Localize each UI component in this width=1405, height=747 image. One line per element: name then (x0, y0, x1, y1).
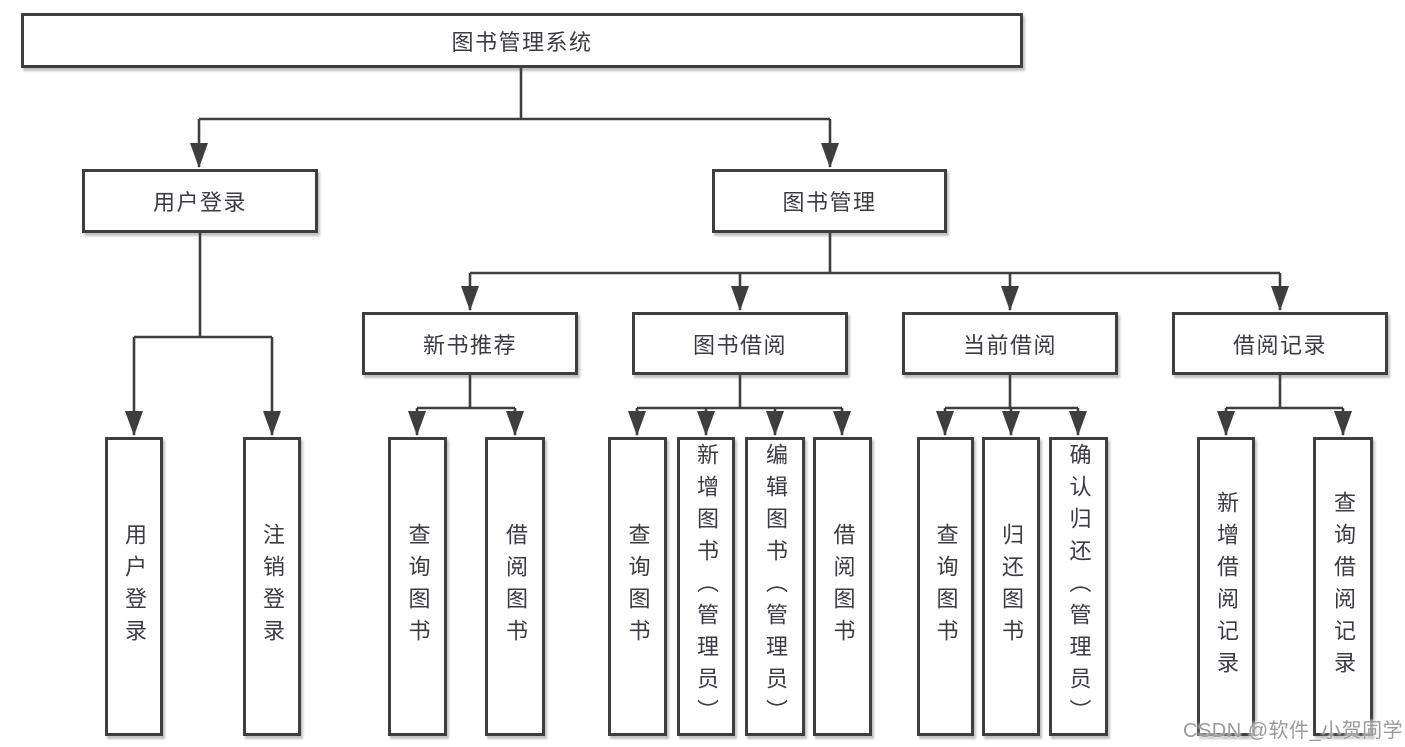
leaf-current-query-label: 查询图书 (933, 522, 959, 651)
leaf-borrow-borrow-book: 借阅图书 (813, 437, 872, 736)
leaf-current-return: 归还图书 (982, 437, 1040, 736)
leaf-borrow-edit-book-label: 编辑图书（管理员） (763, 442, 788, 731)
leaf-borrow-query-label: 查询图书 (625, 522, 651, 651)
leaf-logout-label: 注销登录 (260, 522, 285, 651)
leaf-borrow-edit-book: 编辑图书（管理员） (745, 437, 805, 736)
leaf-logout: 注销登录 (243, 437, 301, 736)
leaf-records-query: 查询借阅记录 (1313, 437, 1373, 736)
csdn-watermark: CSDN @软件_小贺同学 (1183, 720, 1404, 742)
node-new-book-recommend: 新书推荐 (362, 312, 578, 375)
node-root-label: 图书管理系统 (451, 29, 593, 55)
leaf-newbook-borrow-label: 借阅图书 (503, 522, 528, 651)
leaf-user-login: 用户登录 (105, 437, 163, 736)
node-user-login: 用户登录 (82, 169, 318, 233)
leaf-records-query-label: 查询借阅记录 (1331, 490, 1356, 683)
leaf-records-add-label: 新增借阅记录 (1214, 490, 1239, 683)
leaf-current-query: 查询图书 (917, 437, 974, 736)
node-current-borrow-label: 当前借阅 (962, 332, 1057, 358)
node-borrow-records: 借阅记录 (1172, 312, 1388, 375)
leaf-newbook-borrow: 借阅图书 (485, 437, 545, 736)
leaf-current-confirm-return: 确认归还（管理员） (1049, 437, 1108, 736)
leaf-borrow-add-book: 新增图书（管理员） (677, 437, 735, 736)
node-new-book-recommend-label: 新书推荐 (422, 332, 517, 358)
leaf-current-confirm-return-label: 确认归还（管理员） (1066, 442, 1092, 731)
leaf-records-add: 新增借阅记录 (1197, 437, 1255, 736)
leaf-borrow-add-book-label: 新增图书（管理员） (694, 442, 719, 731)
leaf-current-return-label: 归还图书 (999, 522, 1024, 651)
leaf-borrow-borrow-book-label: 借阅图书 (830, 522, 856, 651)
node-book-borrow: 图书借阅 (632, 312, 848, 375)
leaf-borrow-query: 查询图书 (608, 437, 667, 736)
leaf-user-login-label: 用户登录 (122, 522, 147, 651)
leaf-newbook-query-label: 查询图书 (405, 522, 431, 651)
node-book-management: 图书管理 (712, 169, 947, 233)
node-user-login-label: 用户登录 (152, 190, 247, 215)
node-root: 图书管理系统 (21, 13, 1023, 68)
node-current-borrow: 当前借阅 (902, 312, 1118, 375)
leaf-newbook-query: 查询图书 (388, 437, 447, 736)
node-book-management-label: 图书管理 (782, 190, 877, 215)
node-book-borrow-label: 图书借阅 (692, 332, 787, 358)
node-borrow-records-label: 借阅记录 (1232, 332, 1327, 358)
